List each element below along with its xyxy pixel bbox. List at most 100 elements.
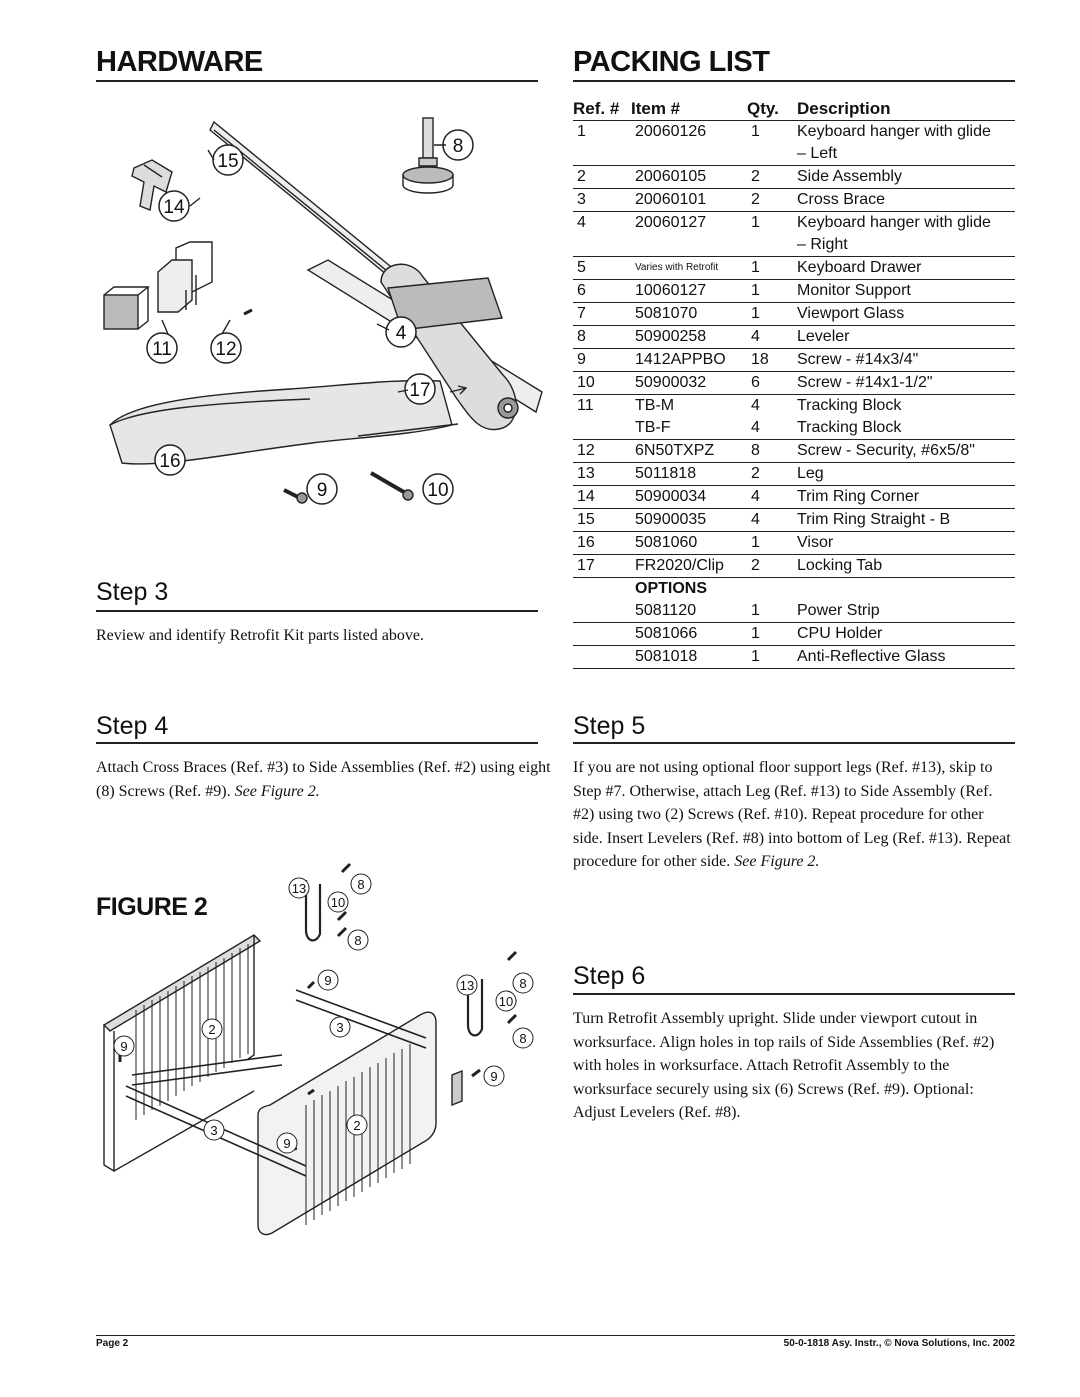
cell-item: 50900034 (631, 485, 747, 509)
cell-item: 5011818 (631, 462, 747, 486)
cell-item: 1412APPBO (631, 348, 747, 372)
cell-ref (573, 234, 631, 257)
cell-qty: 1 (747, 645, 793, 669)
table-row: 4 20060127 1 Keyboard hanger with glide (573, 212, 1015, 235)
cell-qty: 2 (747, 462, 793, 486)
cell-qty: 1 (751, 123, 760, 140)
hardware-illustration: 15 8 14 11 12 4 17 16 9 10 (103, 117, 543, 505)
cell-ref: 16 (573, 531, 631, 555)
table-row: – Right (573, 234, 1015, 257)
cell-description: Screw - #14x1-1/2" (793, 371, 1015, 395)
cell-item: 50900035 (631, 508, 747, 532)
step6-rule (573, 993, 1015, 995)
figure2-illustration: 13 8 10 8 9 13 8 10 8 2 3 9 9 3 2 9 (102, 862, 534, 1236)
cell-item: FR2020/Clip (631, 554, 747, 578)
options-row: OPTIONS (573, 578, 1015, 601)
step5-see-figure: See Figure 2. (734, 853, 820, 870)
cell-item: 20060127 (635, 214, 707, 231)
cell-ref: 4 (577, 214, 586, 231)
cell-qty: 1 (747, 256, 793, 280)
cell-item: 6N50TXPZ (631, 439, 747, 463)
cell-qty: 2 (747, 554, 793, 578)
step3-rule (96, 610, 538, 612)
step6-title: Step 6 (573, 962, 646, 990)
cell-description: Keyboard hanger with glide (797, 214, 991, 231)
cell-description: Trim Ring Corner (793, 485, 1015, 509)
cell-ref (573, 143, 631, 166)
fig2-callout-3a: 3 (336, 1020, 343, 1035)
fig2-callout-9d: 9 (283, 1136, 290, 1151)
header-qty: Qty. (747, 98, 793, 121)
cell-description: Side Assembly (793, 165, 1015, 189)
cell-ref (573, 417, 631, 440)
cell-description: Screw - #14x3/4" (793, 348, 1015, 372)
cell-qty (747, 143, 793, 166)
cell-description: CPU Holder (793, 622, 1015, 646)
callout-11: 11 (152, 339, 172, 360)
cell-item: 10060127 (631, 279, 747, 303)
callout-4: 4 (396, 323, 407, 344)
cell-item: TB-F (631, 417, 747, 440)
cell-item: 5081120 (631, 600, 747, 623)
options-spacer (573, 578, 631, 601)
cell-description: Keyboard hanger with glide (797, 123, 991, 140)
step4-title: Step 4 (96, 712, 169, 740)
cell-ref: 10 (573, 371, 631, 395)
step4-rule (96, 742, 538, 744)
cell-description: Keyboard Drawer (793, 256, 1015, 280)
cell-item: 50900032 (631, 371, 747, 395)
cell-description: Trim Ring Straight - B (793, 508, 1015, 532)
cell-description: Visor (793, 531, 1015, 555)
cell-qty: 4 (747, 417, 793, 440)
cell-item: Varies with Retrofit (631, 256, 747, 280)
cell-ref: 2 (573, 165, 631, 189)
callout-8: 8 (453, 136, 464, 157)
hardware-rule (96, 80, 538, 82)
cell-item: TB-M (635, 397, 675, 414)
hardware-title: HARDWARE (96, 46, 263, 78)
table-row: – Left (573, 143, 1015, 166)
cell-item: 5081018 (631, 645, 747, 669)
fig2-callout-9b: 9 (120, 1039, 127, 1054)
cell-qty: 2 (747, 188, 793, 212)
header-description: Description (793, 98, 1015, 121)
cell-description: Tracking Block (793, 417, 1015, 440)
step5-text: If you are not using optional floor supp… (573, 759, 1011, 870)
cell-item: 50900258 (631, 325, 747, 349)
cell-description: Screw - Security, #6x5/8" (793, 439, 1015, 463)
cell-ref: 1 (577, 123, 586, 140)
fig2-callout-13a: 13 (292, 881, 306, 896)
fig2-callout-9a: 9 (324, 973, 331, 988)
cell-ref: 14 (573, 485, 631, 509)
step6-text: Turn Retrofit Assembly upright. Slide un… (573, 1010, 995, 1121)
callout-10: 10 (427, 480, 448, 501)
packing-list-title: PACKING LIST (573, 46, 770, 78)
callout-9: 9 (317, 480, 328, 501)
fig2-callout-10a: 10 (331, 895, 345, 910)
cell-item: 5081060 (631, 531, 747, 555)
cell-description: Locking Tab (793, 554, 1015, 578)
fig2-callout-9c: 9 (490, 1069, 497, 1084)
cell-qty: 8 (747, 439, 793, 463)
cell-ref: 6 (573, 279, 631, 303)
cell-qty: 1 (751, 214, 760, 231)
step3-text: Review and identify Retrofit Kit parts l… (96, 627, 424, 644)
cell-qty: 2 (747, 165, 793, 189)
packing-list-rule (573, 80, 1015, 82)
cell-description: Tracking Block (797, 397, 902, 414)
cell-item (631, 234, 747, 257)
figure2-title: FIGURE 2 (96, 893, 208, 921)
cell-ref: 17 (573, 554, 631, 578)
